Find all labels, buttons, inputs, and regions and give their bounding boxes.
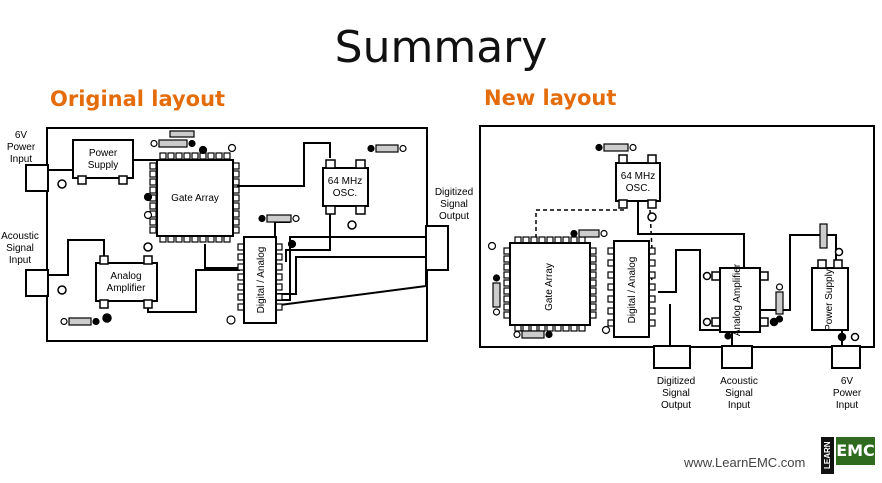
acoustic-input-label-2: Signal — [6, 243, 34, 254]
new-digital-analog-chip — [607, 240, 656, 338]
power-supply-label-2: Supply — [88, 160, 119, 171]
new-power-input-connector — [831, 345, 861, 369]
analog-amp-label-1: Analog — [110, 271, 141, 282]
logo-learn-text: LEARN — [821, 437, 834, 474]
digital-analog-chip — [237, 236, 283, 324]
acoustic-input-label-3: Input — [9, 255, 31, 266]
oscillator-chip — [322, 167, 369, 207]
new-power-supply-chip — [811, 267, 849, 331]
new-board: 64 MHz OSC. Gate Array Digital / Analog … — [479, 125, 875, 411]
new-gate-array-chip — [503, 236, 597, 332]
new-digitized-output-connector — [653, 345, 691, 369]
digitized-output-label-2: Signal — [440, 199, 468, 210]
power-supply-chip — [72, 139, 134, 179]
power-supply-label-1: Power — [89, 148, 118, 159]
new-osc-label-1: 64 MHz — [621, 171, 655, 182]
power-input-label-1: 6V — [15, 130, 28, 141]
digital-analog-label: Digital / Analog — [256, 247, 267, 314]
digitized-output-connector — [425, 225, 449, 271]
new-digitized-output-label-3: Output — [661, 400, 691, 411]
footer-url: www.LearnEMC.com — [684, 455, 806, 470]
osc-label-1: 64 MHz — [328, 176, 362, 187]
power-input-label-2: Power — [7, 142, 36, 153]
new-layout-heading: New layout — [484, 86, 617, 110]
new-digital-analog-label: Digital / Analog — [627, 257, 638, 324]
new-acoustic-input-connector — [721, 345, 753, 369]
digitized-output-label-1: Digitized — [435, 187, 473, 198]
new-analog-amp-label: Analog Amplifier — [732, 263, 743, 336]
new-acoustic-input-label-1: Acoustic — [720, 376, 758, 387]
gate-array-label: Gate Array — [171, 193, 219, 204]
new-analog-amplifier-chip — [702, 267, 779, 333]
osc-label-2: OSC. — [333, 188, 357, 199]
analog-amp-label-2: Amplifier — [107, 283, 147, 294]
acoustic-input-label-1: Acoustic — [1, 231, 39, 242]
acoustic-input-connector — [25, 269, 49, 297]
original-board: Power Supply Gate Array 64 MHz OSC. Digi… — [1, 127, 473, 342]
new-oscillator-chip — [615, 162, 661, 202]
new-power-supply-label: Power Supply — [824, 269, 835, 331]
new-digitized-output-label-2: Signal — [662, 388, 690, 399]
gate-array-chip — [149, 152, 240, 243]
slide-title: Summary — [334, 22, 548, 73]
new-acoustic-input-label-3: Input — [728, 400, 750, 411]
new-acoustic-input-label-2: Signal — [725, 388, 753, 399]
digitized-output-label-3: Output — [439, 211, 469, 222]
new-power-input-label-2: Power — [833, 388, 862, 399]
new-capacitors — [487, 143, 828, 340]
original-capacitors — [60, 130, 407, 326]
new-power-input-label-3: Input — [836, 400, 858, 411]
learnemc-logo: LEARN EMC — [821, 437, 875, 474]
power-input-connector — [25, 164, 49, 192]
original-layout-heading: Original layout — [50, 87, 226, 111]
analog-amplifier-chip — [95, 262, 158, 302]
new-digitized-output-label-1: Digitized — [657, 376, 695, 387]
logo-emc-text: EMC — [836, 437, 875, 465]
new-osc-label-2: OSC. — [626, 183, 650, 194]
new-power-input-label-1: 6V — [841, 376, 854, 387]
power-input-label-3: Input — [10, 154, 32, 165]
new-gate-array-label: Gate Array — [544, 263, 555, 311]
